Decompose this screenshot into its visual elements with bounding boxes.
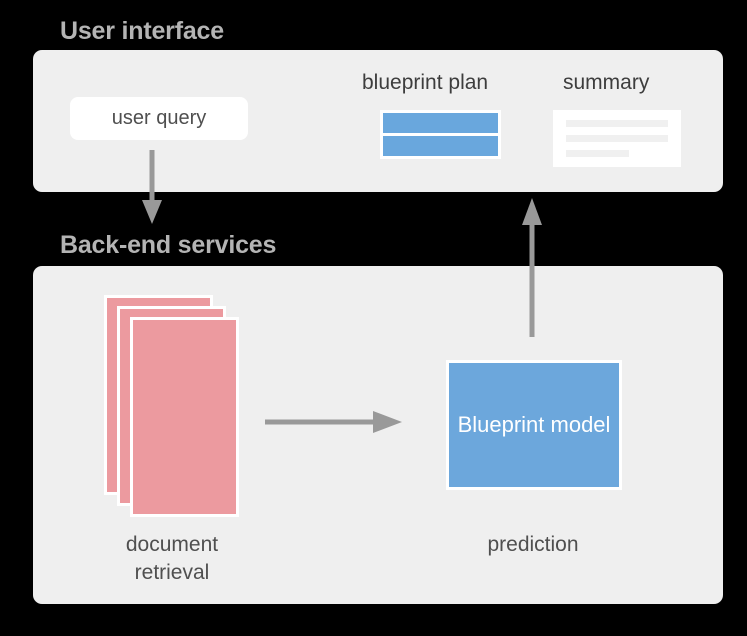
document-stack (104, 295, 239, 517)
document-retrieval-caption: document retrieval (125, 533, 219, 585)
arrow-up-prediction-to-summary (522, 198, 542, 337)
blueprint-model-box[interactable]: Blueprint model (446, 360, 622, 490)
summary-text-line-2 (566, 135, 668, 142)
blueprint-model-label: Blueprint model (457, 411, 611, 437)
summary-label: summary (563, 71, 650, 94)
document-sheet-front (130, 317, 239, 517)
summary-thumbnail[interactable] (553, 110, 681, 167)
summary-text-line-3 (566, 150, 630, 157)
summary-text-line-1 (566, 120, 668, 127)
user-query-label: user query (111, 107, 207, 129)
prediction-caption: prediction (487, 533, 579, 556)
blueprint-plan-thumbnail[interactable] (380, 110, 501, 159)
user-interface-section-title: User interface (60, 17, 224, 45)
blueprint-plan-label: blueprint plan (362, 71, 489, 94)
user-query-box[interactable]: user query (70, 97, 248, 140)
arrow-right-retrieval-to-model (265, 411, 402, 433)
backend-services-section-title: Back-end services (60, 231, 277, 259)
blueprint-plan-bar-2 (383, 136, 498, 156)
blueprint-plan-bar-1 (383, 113, 498, 133)
arrow-down-query-to-backend (142, 150, 162, 224)
